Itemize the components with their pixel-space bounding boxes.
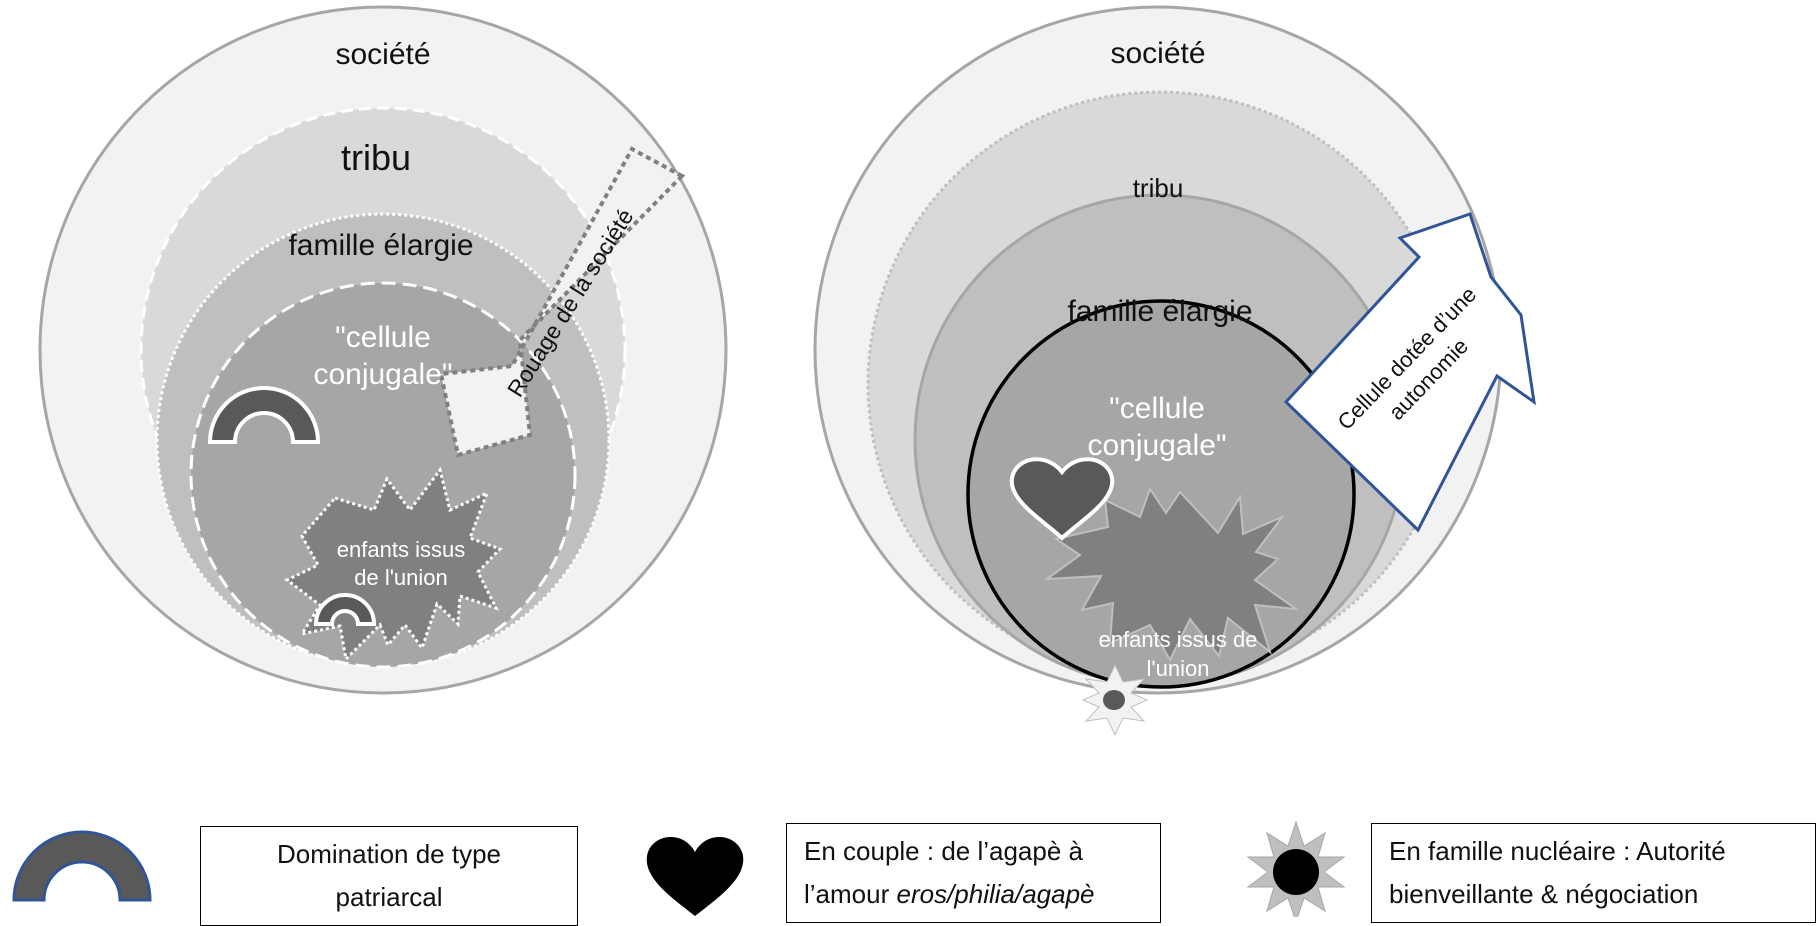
- couple-cell-label-line2: conjugale": [1087, 429, 1226, 462]
- extended-family-label: famille élargie: [1067, 295, 1252, 328]
- children-starburst: [1043, 486, 1300, 663]
- legend-patriarchal-line1: Domination de type: [276, 839, 502, 869]
- arch-icon: [207, 386, 321, 444]
- autonomy-arrow: [1283, 212, 1537, 533]
- couple-cell-label-line1: "cellule: [1109, 392, 1205, 425]
- children-label-line1: enfants issus: [337, 537, 465, 562]
- small-sun-icon: [1081, 663, 1149, 737]
- children-label-line1: enfants issus de: [1099, 627, 1258, 652]
- society-label: société: [335, 38, 430, 71]
- legend-nuclear-line1: En famille nucléaire : Autorité: [1389, 836, 1726, 866]
- couple-cell-label-line1: "cellule: [335, 321, 431, 354]
- children-label-line2: de l'union: [354, 565, 448, 590]
- tribe-label: tribu: [1133, 173, 1184, 203]
- legend-box-patriarchal: Domination de type patriarcal: [200, 826, 578, 926]
- children-label-line2: l'union: [1147, 656, 1210, 681]
- couple-cell-label-line2: conjugale": [313, 358, 452, 391]
- tribe-label: tribu: [341, 137, 411, 178]
- legend-couple-line2: l’amour eros/philia/agapè: [804, 873, 1160, 916]
- heart-icon: [1009, 457, 1115, 541]
- legend-couple-line2-plain: l’amour: [804, 879, 897, 909]
- legend-nuclear-line2: bienveillante & négociation: [1389, 879, 1699, 909]
- legend-box-couple: En couple : de l’agapè à l’amour eros/ph…: [786, 823, 1161, 923]
- right-diagram: société tribu famille élargie "cellule c…: [813, 5, 1537, 737]
- legend-heart-icon: [646, 836, 744, 916]
- legend-couple-line1: En couple : de l’agapè à: [804, 836, 1083, 866]
- society-label: société: [1110, 37, 1205, 70]
- society-gear-arrow: [438, 146, 686, 458]
- left-diagram: société tribu famille élargie "cellule c…: [38, 5, 728, 695]
- legend-box-nuclear-family: En famille nucléaire : Autorité bienveil…: [1371, 823, 1816, 923]
- small-arch-icon: [313, 593, 377, 626]
- legend-arch-icon: [12, 830, 152, 902]
- legend-couple-line2-italic: eros/philia/agapè: [896, 879, 1095, 909]
- extended-family-label: famille élargie: [288, 229, 473, 262]
- legend-sun-icon: [1246, 820, 1346, 917]
- legend-patriarchal-line2: patriarcal: [335, 882, 443, 912]
